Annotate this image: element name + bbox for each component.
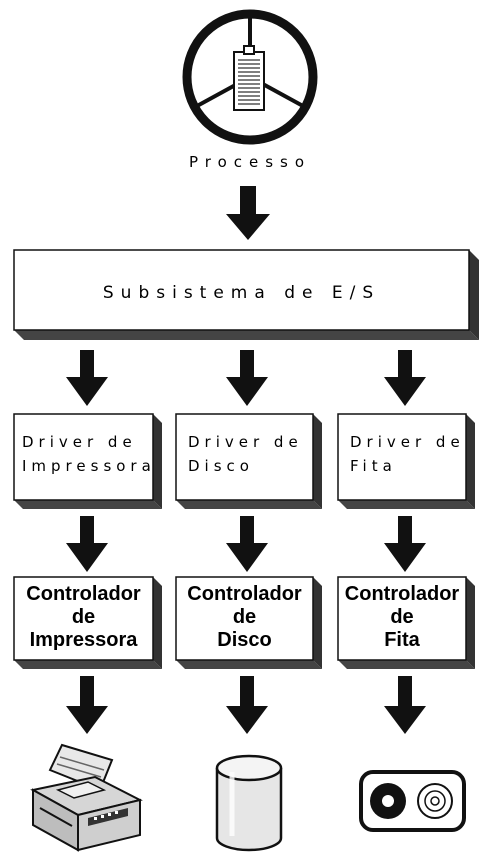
controller-label-impressora: Controlador de Impressora [26,583,141,651]
arrow-subsystem-to-driver-impressora [66,350,108,406]
driver-label-impressora: Driver de Impressora [22,433,156,475]
process-label: Processo [188,153,312,171]
controller-box-impressora [13,576,162,669]
controller-label-fita: Controlador de Fita [344,583,460,651]
arrow-driver-to-controller-disco [226,516,268,572]
arrow-controller-to-device-impressora [66,676,108,734]
arrow-driver-to-controller-impressora [66,516,108,572]
arrow-controller-to-device-disco [226,676,268,734]
arrow-subsystem-to-driver-disco [226,350,268,406]
driver-label-fita: Driver de Fita [350,433,465,475]
driver-box-disco [175,413,322,509]
driver-label-disco: Driver de Disco [188,433,303,475]
controller-box-disco [175,576,322,669]
arrow-subsystem-to-driver-fita [384,350,426,406]
process-wheel-icon [182,9,318,145]
subsystem-label: Subsistema de E/S [102,283,381,303]
printer-icon [30,743,143,852]
arrow-process-to-subsystem [226,186,270,240]
arrow-controller-to-device-fita [384,676,426,734]
driver-box-impressora [13,413,162,509]
tape-icon [359,770,466,832]
controller-label-disco: Controlador de Disco [187,583,302,651]
driver-box-fita [337,413,475,509]
disk-cylinder-icon [215,754,283,852]
controller-box-fita [337,576,475,669]
arrow-driver-to-controller-fita [384,516,426,572]
subsystem-box [13,249,479,340]
